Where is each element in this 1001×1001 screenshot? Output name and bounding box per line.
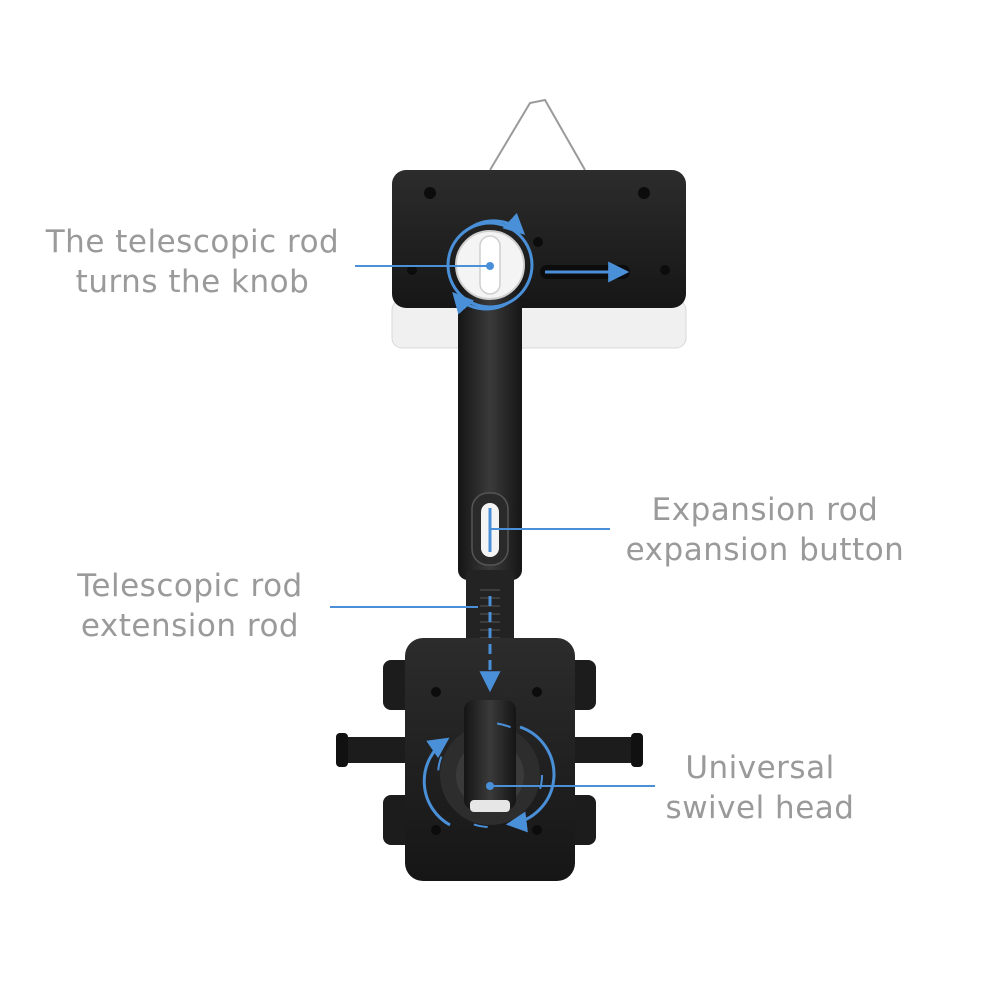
hanging-wire xyxy=(489,98,586,171)
callout-extension-line1: Telescopic rod xyxy=(77,568,303,604)
callout-knob-line1: The telescopic rod xyxy=(45,224,340,260)
callout-knob: The telescopic rod turns the knob xyxy=(40,222,345,302)
callout-expansion-line2: expansion button xyxy=(625,532,905,568)
swivel-head xyxy=(440,700,540,825)
callout-expansion-button: Expansion rod expansion button xyxy=(615,490,915,570)
callout-swivel-line2: swivel head xyxy=(665,790,855,826)
callout-swivel-line1: Universal xyxy=(685,750,835,786)
callout-knob-line2: turns the knob xyxy=(75,264,310,300)
callout-extension-rod: Telescopic rod extension rod xyxy=(60,566,320,646)
knob-rotation-arrow xyxy=(469,212,526,235)
top-clamp xyxy=(391,170,687,349)
swivel-rotation-arrow xyxy=(422,737,451,827)
callout-extension-line2: extension rod xyxy=(80,608,300,644)
annotation-overlays xyxy=(330,212,655,833)
callout-expansion-line1: Expansion rod xyxy=(651,492,879,528)
callout-swivel-head: Universal swivel head xyxy=(650,748,870,828)
